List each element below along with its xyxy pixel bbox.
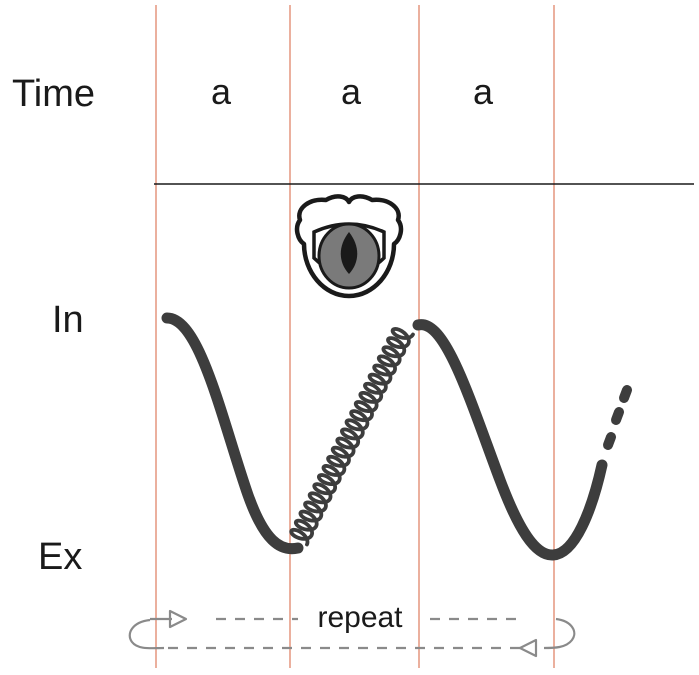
breathing-curve [161, 312, 608, 561]
loop-arrow-left-icon [128, 618, 165, 650]
exhale-curve-1 [161, 312, 304, 555]
beat-label-1: a [211, 71, 232, 112]
time-label: Time [12, 73, 95, 115]
exhale-curve-2 [412, 319, 608, 561]
vocal-coil [289, 327, 415, 547]
beat-label-2: a [341, 71, 362, 112]
loop-arrow-right-icon [543, 617, 576, 650]
continuation-dot-3 [619, 385, 632, 403]
repeat-loop [128, 609, 576, 658]
continuation-dots [603, 385, 632, 450]
inhale-label: In [52, 299, 84, 341]
exhale-label: Ex [38, 536, 82, 578]
continuation-dot-1 [603, 432, 616, 450]
open-mouth-icon [294, 194, 404, 299]
repeat-label: repeat [317, 601, 403, 634]
continuation-dot-2 [611, 407, 624, 425]
loop-arrow-right-head [518, 638, 538, 658]
loop-arrow-left-head [168, 609, 188, 629]
beat-label-3: a [473, 71, 494, 112]
